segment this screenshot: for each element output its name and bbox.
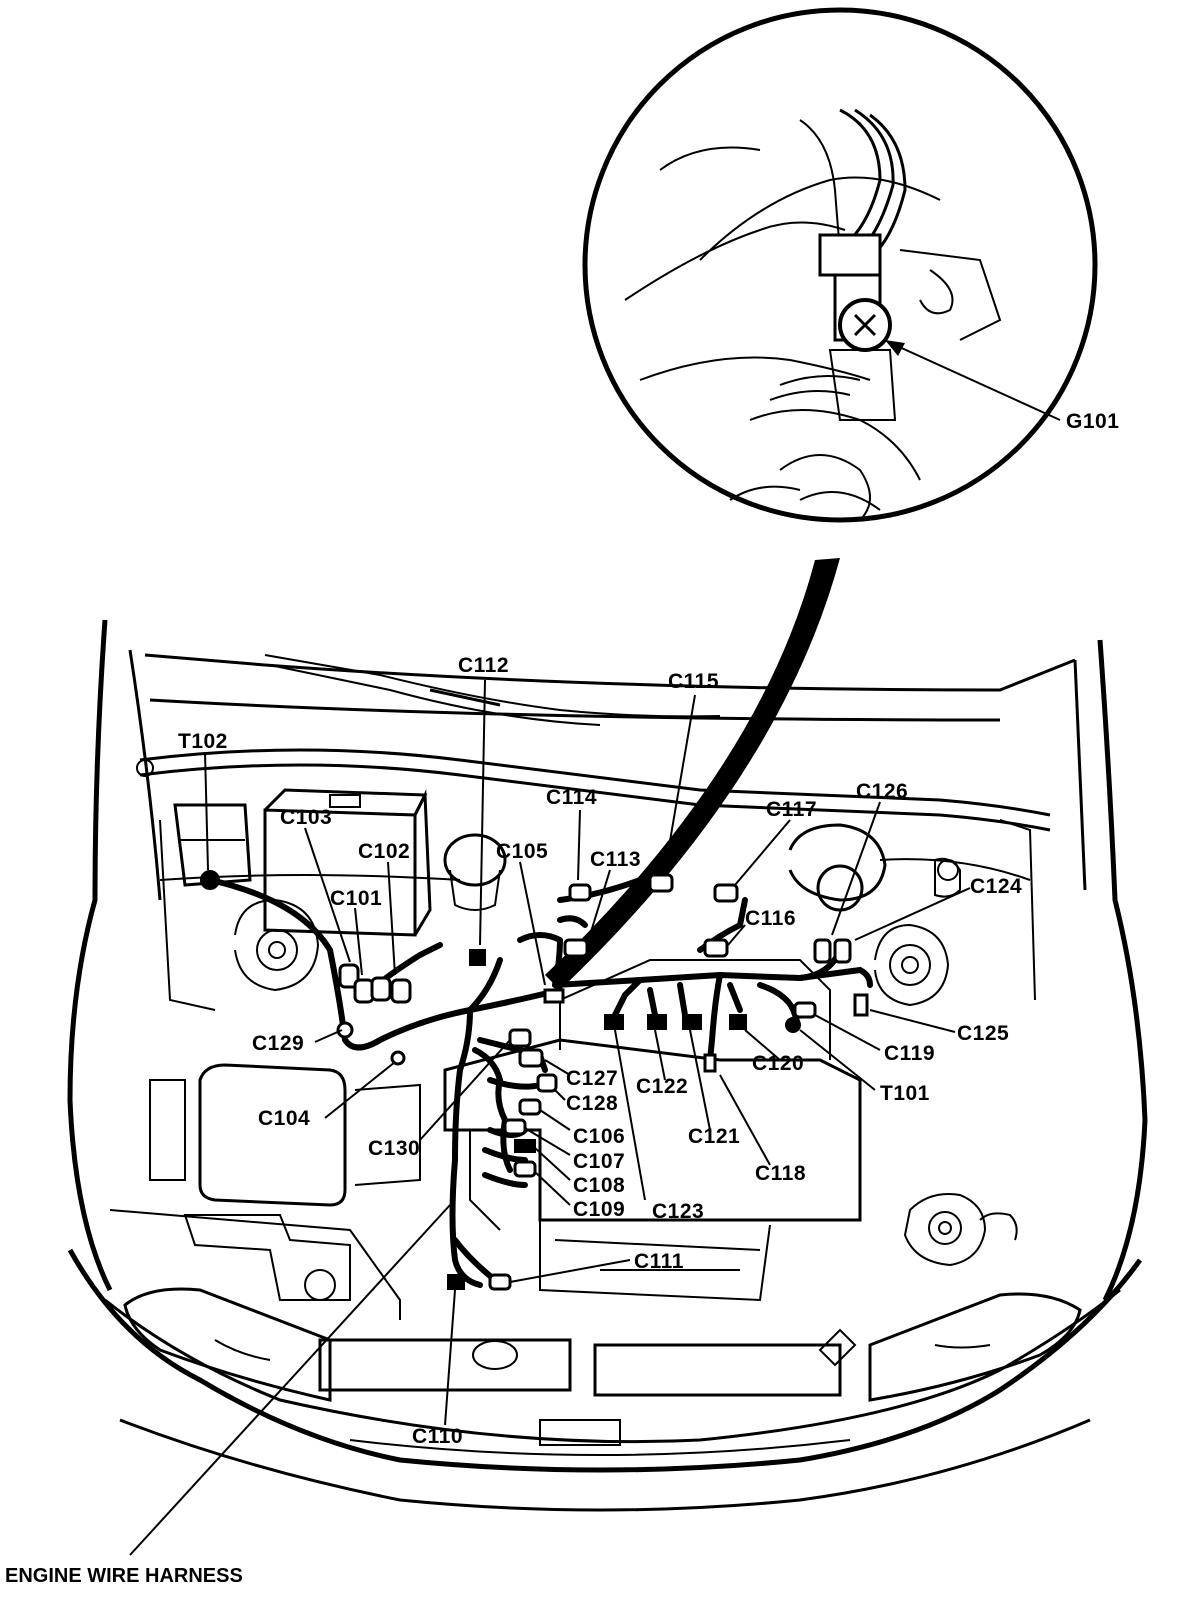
- connector-c105: [543, 988, 565, 1004]
- label-c126: C126: [856, 780, 908, 803]
- label-c119: C119: [884, 1042, 935, 1065]
- connector-c118: [703, 1053, 717, 1073]
- label-c128: C128: [566, 1092, 618, 1115]
- connector-c101: [353, 978, 375, 1004]
- connector-c114: [568, 883, 592, 902]
- connector-c128: [536, 1073, 558, 1093]
- g101-arrowhead: [885, 340, 905, 356]
- label-c125: C125: [957, 1022, 1009, 1045]
- label-c114: C114: [546, 786, 597, 809]
- label-c124: C124: [970, 875, 1022, 898]
- label-c121: C121: [688, 1125, 740, 1148]
- connector-c120: [729, 1014, 747, 1030]
- label-c106: C106: [573, 1125, 625, 1148]
- label-c113: C113: [590, 848, 641, 871]
- label-c112: C112: [458, 654, 509, 677]
- label-c101: C101: [330, 887, 382, 910]
- label-c127: C127: [566, 1067, 618, 1090]
- connector-c119: [793, 1001, 817, 1019]
- label-engine-wire-harness: ENGINE WIRE HARNESS: [5, 1565, 243, 1587]
- label-c110: C110: [412, 1425, 463, 1448]
- label-c108: C108: [573, 1174, 625, 1197]
- label-c104: C104: [258, 1107, 310, 1130]
- underhood-fuse-box: [173, 803, 252, 887]
- label-c117: C117: [766, 798, 817, 821]
- label-c111: C111: [634, 1250, 684, 1273]
- connector-c116: [703, 938, 729, 958]
- connector-c126: [813, 938, 832, 964]
- label-c123: C123: [652, 1200, 704, 1223]
- connector-c107: [503, 1118, 527, 1136]
- connector-t101: [785, 1017, 801, 1033]
- label-g101: G101: [1066, 410, 1119, 433]
- connector-c121: [682, 1014, 702, 1030]
- connector-c124: [833, 938, 852, 964]
- label-c105: C105: [496, 840, 548, 863]
- g101-leader: [894, 344, 1061, 421]
- leader-lines: [129, 679, 971, 1556]
- component-labels: G101 C112 C115 T102 C114 C117 C126 C103 …: [5, 410, 1119, 1587]
- label-c109: C109: [573, 1198, 625, 1221]
- connector-c103: [338, 963, 360, 989]
- connector-c127: [518, 1048, 544, 1068]
- front-bumper: [67, 1248, 1143, 1512]
- connector-c108: [514, 1139, 536, 1153]
- battery: [263, 788, 432, 937]
- label-c102: C102: [358, 840, 410, 863]
- connector-c102: [390, 978, 412, 1004]
- connector-c110: [447, 1274, 465, 1290]
- connector-c112: [469, 949, 486, 966]
- air-cleaner-box: [149, 1063, 421, 1207]
- label-c129: C129: [252, 1032, 304, 1055]
- label-c115: C115: [668, 670, 719, 693]
- connector-c117: [713, 883, 739, 903]
- car-body-outline: [67, 619, 1148, 1302]
- label-c107: C107: [573, 1150, 625, 1173]
- brake-reservoir: [443, 833, 507, 911]
- connector-c130: [508, 1028, 532, 1048]
- radiator-support: [109, 1193, 1018, 1397]
- connector-c123: [604, 1014, 624, 1030]
- label-c120: C120: [752, 1052, 804, 1075]
- connector-c111: [488, 1273, 512, 1291]
- connector-c113: [563, 938, 589, 958]
- right-strut-cap: [788, 823, 961, 912]
- connectors: [200, 870, 869, 1291]
- label-c130: C130: [368, 1137, 420, 1160]
- label-c116: C116: [745, 907, 796, 930]
- connector-c122: [647, 1014, 667, 1030]
- connector-c125: [853, 993, 869, 1017]
- connector-c106: [518, 1098, 542, 1116]
- connector-c102a: [370, 976, 392, 1002]
- label-c118: C118: [755, 1162, 806, 1185]
- connector-c104: [390, 1050, 406, 1066]
- connector-c109: [513, 1160, 537, 1178]
- label-t102: T102: [178, 730, 228, 753]
- label-c103: C103: [280, 806, 332, 829]
- connector-t102: [200, 870, 220, 890]
- label-c122: C122: [636, 1075, 688, 1098]
- g101-detail-view: [582, 7, 1098, 523]
- connector-c129: [336, 1021, 354, 1039]
- label-t101: T101: [880, 1082, 930, 1105]
- connector-c115: [648, 873, 674, 893]
